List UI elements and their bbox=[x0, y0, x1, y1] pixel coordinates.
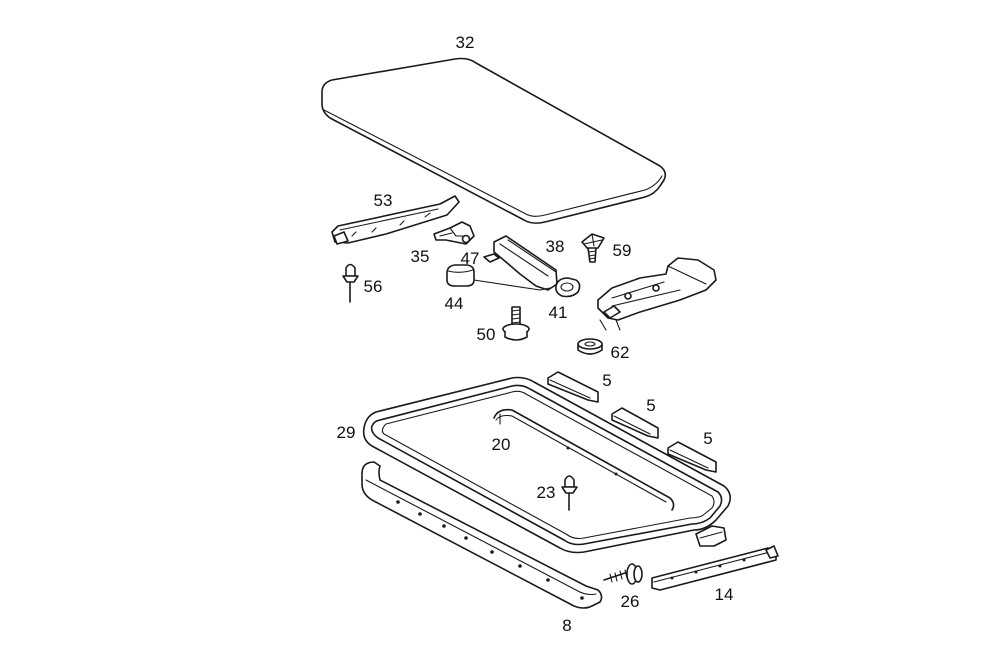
callout-5-a: 5 bbox=[602, 371, 611, 390]
callout-29: 29 bbox=[337, 423, 356, 442]
part-62-nut bbox=[577, 338, 603, 355]
callout-56: 56 bbox=[364, 277, 383, 296]
part-38-lifting-lever bbox=[473, 235, 558, 291]
callout-53: 53 bbox=[374, 191, 393, 210]
part-56-pin bbox=[342, 263, 359, 303]
part-59-clip-nut bbox=[581, 233, 605, 263]
part-5-guide-pad-1 bbox=[547, 371, 599, 403]
callout-32: 32 bbox=[456, 33, 475, 52]
callout-5-c: 5 bbox=[703, 429, 712, 448]
part-53-guide-rail bbox=[331, 195, 460, 245]
part-23-pin bbox=[561, 475, 578, 511]
callout-41: 41 bbox=[549, 303, 568, 322]
callout-59: 59 bbox=[613, 241, 632, 260]
part-41-clip bbox=[555, 277, 581, 298]
callout-38: 38 bbox=[546, 237, 565, 256]
part-8-front-rail bbox=[361, 461, 603, 609]
callout-47: 47 bbox=[461, 249, 480, 268]
callout-23: 23 bbox=[537, 483, 556, 502]
part-29-frame bbox=[362, 376, 732, 554]
part-5-guide-pad-3 bbox=[667, 441, 717, 473]
part-20-cable-guide bbox=[493, 408, 675, 511]
callout-20: 20 bbox=[492, 435, 511, 454]
callout-62: 62 bbox=[611, 343, 630, 362]
callout-5-b: 5 bbox=[646, 396, 655, 415]
callout-26: 26 bbox=[621, 592, 640, 611]
part-right-guide-mechanism bbox=[597, 257, 717, 331]
part-26-screw bbox=[603, 563, 643, 585]
part-35-guide-bracket bbox=[433, 221, 475, 245]
part-50-bolt bbox=[502, 306, 530, 341]
callout-8: 8 bbox=[562, 616, 571, 635]
part-frame-corner-bracket bbox=[695, 525, 727, 547]
callout-44: 44 bbox=[445, 294, 464, 313]
callout-50: 50 bbox=[477, 325, 496, 344]
part-47-slider bbox=[483, 253, 500, 263]
part-32-glass-panel bbox=[321, 57, 667, 224]
part-14-side-rail bbox=[651, 545, 779, 591]
callout-35: 35 bbox=[411, 247, 430, 266]
part-5-guide-pad-2 bbox=[611, 407, 659, 439]
callout-14: 14 bbox=[715, 585, 734, 604]
part-44-slide-pad bbox=[446, 264, 475, 287]
